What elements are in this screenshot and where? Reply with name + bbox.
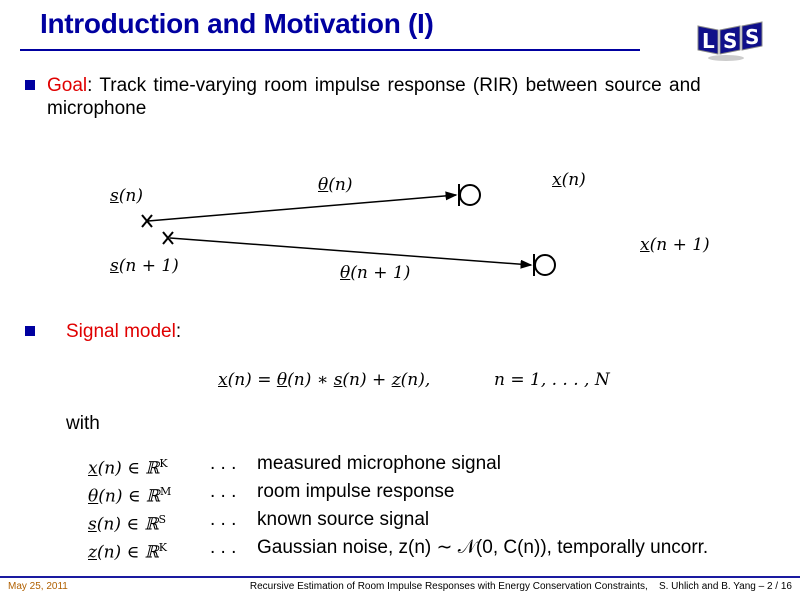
bullet-icon [25,326,35,336]
goal-line: Goal: Track time-varying room impulse re… [47,74,767,97]
footer-date: May 25, 2011 [8,581,68,592]
svg-text:S: S [723,29,737,53]
definition-dots: . . . [210,481,237,502]
signal-equation: x(n) = θ(n) ∗ s(n) + z(n), [218,370,431,390]
definition-symbol: θ(n) ∈ ℝM [88,485,172,507]
goal-text: : Track time-varying room impulse respon… [87,75,701,96]
definition-symbol: s(n) ∈ ℝS [88,513,167,535]
slide-title: Introduction and Motivation (I) [40,8,434,39]
colon: : [175,321,182,342]
definition-desc: Gaussian noise, z(n) ∼ 𝒩(0, C(n)), tempo… [257,537,709,558]
footer-info: Recursive Estimation of Room Impulse Res… [249,581,792,592]
goal-line-2: microphone [47,98,147,119]
label-x-n: x(n) [552,170,586,190]
svg-text:L: L [702,29,715,53]
source-marker-n [141,214,153,228]
definition-symbol: z(n) ∈ ℝK [88,541,167,563]
footer-rule [0,576,800,578]
label-theta-n1: θ(n + 1) [340,263,411,283]
definition-dots: . . . [210,453,237,474]
microphone-icon [533,254,556,276]
title-rule [20,49,640,51]
with-label: with [66,413,100,434]
path-arrow-n1 [169,237,533,269]
lss-logo: L S S [697,21,763,61]
microphone-icon [458,184,481,206]
path-arrow-n [147,191,458,222]
definition-dots: . . . [210,509,237,530]
label-s-n: s(n) [110,186,143,206]
definition-desc: room impulse response [257,481,455,502]
bullet-icon [25,80,35,90]
definition-desc: known source signal [257,509,430,530]
goal-label: Goal [47,75,88,96]
signal-model-line: Signal model: [66,320,181,343]
source-marker-n1 [162,231,174,245]
label-s-n1: s(n + 1) [110,256,179,276]
definition-desc: measured microphone signal [257,453,501,474]
signal-model-label: Signal model [66,321,176,342]
label-theta-n: θ(n) [318,175,353,195]
svg-text:S: S [745,25,759,49]
definition-symbol: x(n) ∈ ℝK [88,457,168,479]
definition-dots: . . . [210,537,237,558]
equation-range: n = 1, . . . , N [494,370,610,390]
label-x-n1: x(n + 1) [640,235,710,255]
